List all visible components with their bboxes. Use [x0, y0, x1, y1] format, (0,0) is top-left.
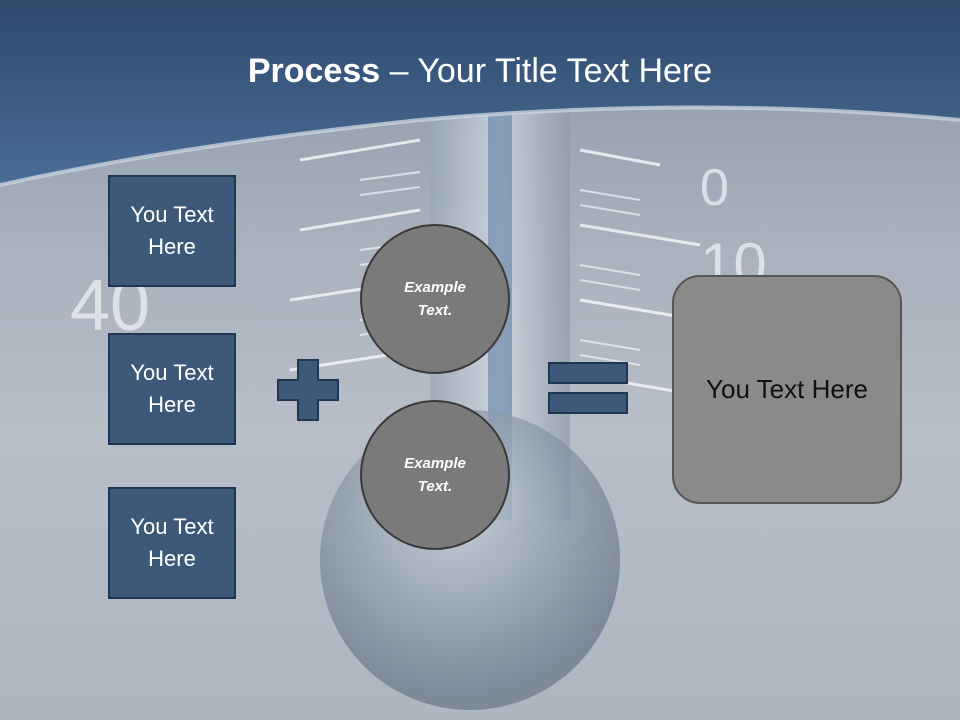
equals-icon	[548, 362, 628, 414]
input-box-2: You Text Here	[108, 333, 236, 445]
bg-number-0: 0	[700, 159, 729, 217]
title-bold: Process	[247, 52, 381, 90]
example-circle-2: Example Text.	[360, 400, 510, 550]
title-rest: – Your Title Text Here	[380, 52, 713, 90]
result-box: You Text Here	[672, 275, 902, 504]
input-box-3: You Text Here	[108, 487, 236, 599]
input-box-1: You Text Here	[108, 175, 236, 287]
plus-icon	[277, 359, 339, 421]
slide-title: Process – Your Title Text Here	[0, 52, 960, 91]
example-circle-1: Example Text.	[360, 224, 510, 374]
